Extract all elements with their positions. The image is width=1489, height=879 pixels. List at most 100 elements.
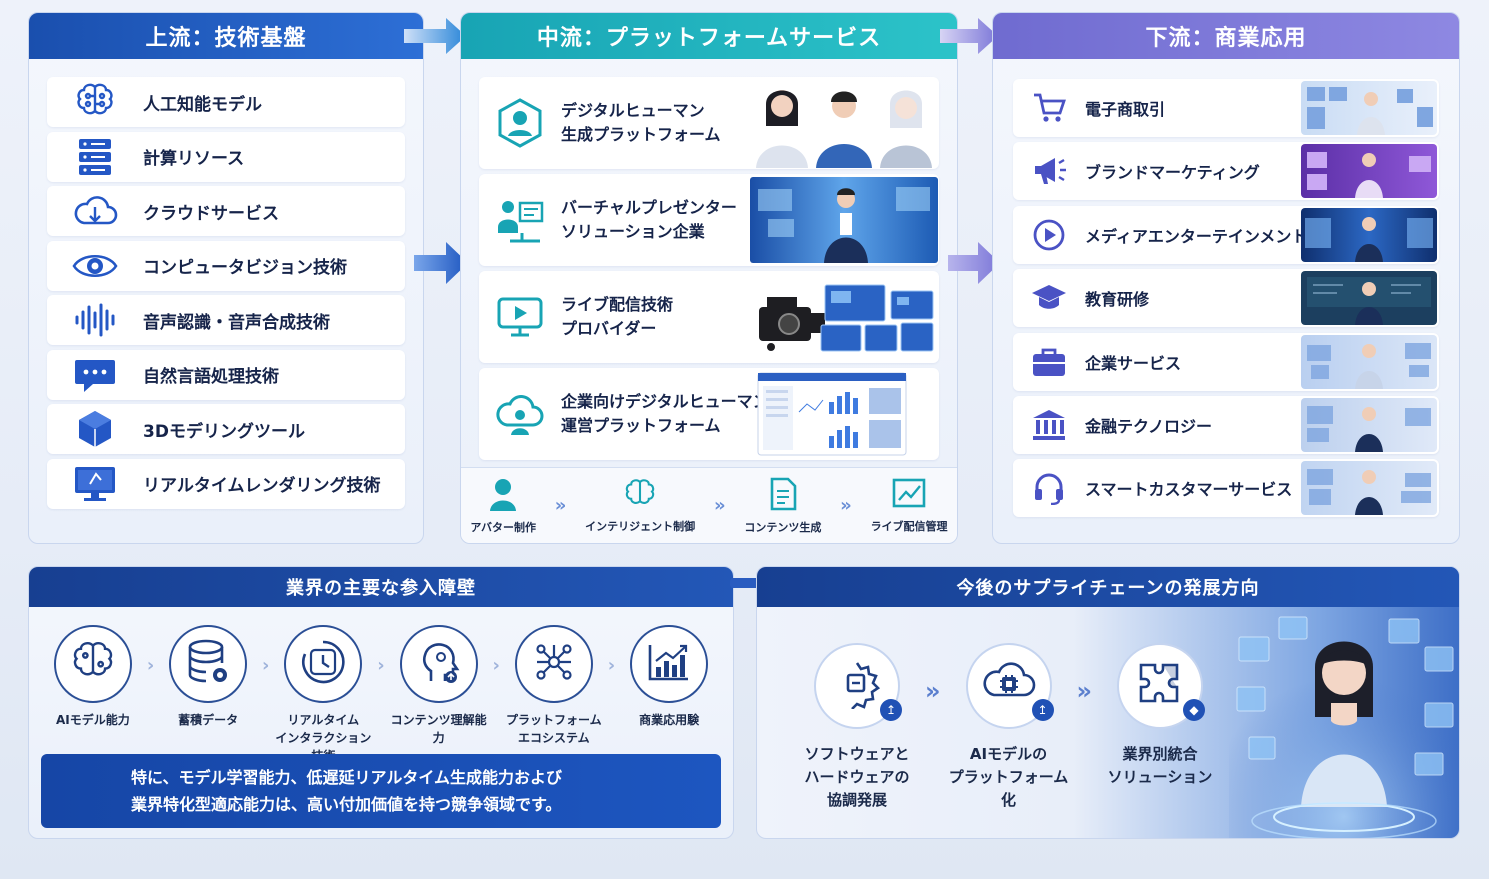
presenter-icon bbox=[479, 197, 561, 243]
future-label: ハードウェアの bbox=[804, 768, 910, 786]
downstream-item-label: 企業サービス bbox=[1085, 353, 1182, 373]
midstream-item-enterprise: 企業向けデジタルヒューマン運営プラットフォーム bbox=[479, 368, 939, 460]
upstream-list: 人工知能モデル 計算リソース クラウドサービス コンピュータビジョン技術 音声認… bbox=[29, 59, 423, 509]
step-label: アバター制作 bbox=[470, 520, 536, 534]
future-label: 協調発展 bbox=[826, 791, 887, 809]
upstream-item-label: 人工知能モデル bbox=[143, 94, 262, 115]
megaphone-icon bbox=[1013, 155, 1085, 187]
barriers-panel: 業界の主要な参入障壁 AIモデル能力 › 蓄積データ › リアルタイムインタラク… bbox=[28, 566, 734, 839]
bank-icon bbox=[1013, 408, 1085, 442]
future-ai-platform: ↥ AIモデルのプラットフォーム化 bbox=[949, 643, 1069, 812]
future-panel: 今後のサプライチェーンの発展方向 ↥ ソフトウェアとハードウェアの協調発展 » … bbox=[756, 566, 1460, 839]
barrier-label: エコシステム bbox=[518, 731, 590, 745]
media-thumbnail bbox=[1301, 207, 1437, 262]
chevron-right-icon: › bbox=[377, 655, 385, 676]
chevron-right-icon: » bbox=[713, 495, 726, 516]
upload-badge-icon: ↥ bbox=[880, 699, 902, 721]
future-industry-solutions: ◆ 業界別統合ソリューション bbox=[1100, 643, 1220, 789]
midstream-item-label: 運営プラットフォーム bbox=[561, 416, 721, 435]
downstream-list: 電子商取引 ブランドマーケティング メディアエンターテインメント 教育研修 企業… bbox=[993, 59, 1459, 518]
midstream-item-label: ソリューション企業 bbox=[561, 222, 705, 241]
downstream-panel: 下流：商業応用 電子商取引 ブランドマーケティング メディアエンターテインメント… bbox=[992, 12, 1460, 544]
barrier-content-understanding: コンテンツ理解能力 bbox=[385, 625, 493, 747]
future-label: AIモデルの bbox=[969, 745, 1048, 763]
barriers-note: 特に、モデル学習能力、低遅延リアルタイム生成能力および 業界特化型適応能力は、高… bbox=[41, 754, 721, 828]
upstream-item-compute: 計算リソース bbox=[47, 131, 405, 182]
step-label: インテリジェント制御 bbox=[585, 519, 696, 533]
midstream-list: デジタルヒューマン生成プラットフォーム バーチャルプレゼンターソリューション企業 bbox=[461, 59, 957, 460]
barrier-realtime: リアルタイムインタラクション技術 bbox=[269, 625, 377, 765]
gear-chip-icon bbox=[832, 659, 882, 713]
chevron-right-icon: › bbox=[607, 655, 616, 676]
midstream-item-label: 企業向けデジタルヒューマン bbox=[561, 392, 769, 411]
future-hw-sw: ↥ ソフトウェアとハードウェアの協調発展 bbox=[797, 643, 917, 812]
enterprise-thumbnail bbox=[1301, 334, 1437, 389]
barriers-title: 業界の主要な参入障壁 bbox=[29, 567, 733, 607]
barriers-list: AIモデル能力 › 蓄積データ › リアルタイムインタラクション技術 › コンテ… bbox=[29, 607, 733, 765]
chart-icon bbox=[892, 478, 926, 514]
arrow-upstream-top-icon bbox=[404, 18, 466, 54]
note-line: 業界特化型適応能力は、高い付加価値を持つ競争領域です。 bbox=[131, 795, 562, 814]
upstream-item-label: クラウドサービス bbox=[143, 203, 279, 224]
arrow-upstream-mid-icon bbox=[414, 242, 468, 284]
cube-icon bbox=[47, 409, 143, 449]
midstream-item-label: バーチャルプレゼンター bbox=[561, 198, 737, 217]
briefcase-icon bbox=[1013, 346, 1085, 378]
ecommerce-thumbnail bbox=[1301, 81, 1437, 135]
waveform-icon bbox=[47, 303, 143, 337]
brand-marketing-thumbnail bbox=[1301, 144, 1437, 199]
downstream-item-label: 金融テクノロジー bbox=[1085, 416, 1213, 436]
step-avatar-creation: アバター制作 bbox=[470, 477, 536, 535]
downstream-item-label: スマートカスタマーサービス bbox=[1085, 480, 1293, 500]
midstream-title: 中流：プラットフォームサービス bbox=[461, 13, 957, 59]
upload-badge-icon: ↥ bbox=[1031, 699, 1054, 721]
downstream-item-enterprise: 企業サービス bbox=[1013, 332, 1439, 391]
step-live-management: ライブ配信管理 bbox=[871, 478, 948, 534]
upstream-item-speech: 音声認識・音声合成技術 bbox=[47, 295, 405, 345]
upstream-item-nlp: 自然言語処理技術 bbox=[47, 349, 405, 400]
barrier-ai-model: AIモデル能力 bbox=[39, 625, 147, 729]
server-icon bbox=[47, 137, 143, 177]
headset-icon bbox=[1013, 471, 1085, 506]
chevron-right-icon: › bbox=[146, 655, 155, 676]
chevron-right-icon: » bbox=[554, 495, 567, 516]
growth-chart-icon bbox=[646, 641, 692, 687]
fintech-thumbnail bbox=[1301, 397, 1437, 452]
customer-service-thumbnail bbox=[1301, 461, 1437, 516]
note-line: 特に、モデル学習能力、低遅延リアルタイム生成能力および bbox=[131, 768, 563, 787]
upstream-item-label: 3Dモデリングツール bbox=[143, 421, 305, 442]
arrow-midstream-top-icon bbox=[940, 18, 998, 54]
hologram-avatar-image bbox=[1229, 607, 1459, 838]
midstream-item-label: ライブ配信技術 bbox=[561, 295, 674, 314]
future-label: プラットフォーム化 bbox=[948, 768, 1069, 809]
live-screen-icon bbox=[479, 295, 561, 339]
downstream-item-ecommerce: 電子商取引 bbox=[1013, 79, 1439, 137]
arrow-midstream-mid-icon bbox=[948, 242, 1000, 284]
education-thumbnail bbox=[1301, 271, 1437, 326]
step-label: ライブ配信管理 bbox=[870, 519, 948, 533]
database-icon bbox=[186, 639, 230, 689]
upstream-panel: 上流：技術基盤 人工知能モデル 計算リソース クラウドサービス コンピュータビジ… bbox=[28, 12, 424, 544]
chevron-right-icon: › bbox=[492, 655, 500, 676]
network-icon bbox=[531, 639, 577, 689]
barrier-label: プラットフォーム bbox=[506, 713, 602, 727]
downstream-item-customer-service: スマートカスタマーサービス bbox=[1013, 459, 1439, 518]
barrier-commercial: 商業応用験 bbox=[615, 625, 723, 729]
barrier-ecosystem: プラットフォームエコシステム bbox=[500, 625, 608, 747]
midstream-panel: 中流：プラットフォームサービス デジタルヒューマン生成プラットフォーム バーチャ… bbox=[460, 12, 958, 544]
cart-icon bbox=[1013, 92, 1085, 124]
midstream-item-generation: デジタルヒューマン生成プラットフォーム bbox=[479, 77, 939, 169]
shield-badge-icon: ◆ bbox=[1183, 699, 1206, 721]
dashboard-image bbox=[743, 368, 921, 460]
cloud-chip-icon bbox=[982, 661, 1036, 711]
step-intelligent-control: インテリジェント制御 bbox=[585, 478, 695, 534]
midstream-item-presenter: バーチャルプレゼンターソリューション企業 bbox=[479, 174, 939, 266]
downstream-item-education: 教育研修 bbox=[1013, 269, 1439, 328]
upstream-item-rendering: リアルタイムレンダリング技術 bbox=[47, 458, 405, 509]
play-icon bbox=[1013, 218, 1085, 252]
avatar-hex-icon bbox=[479, 98, 561, 148]
midstream-process-steps: アバター制作 » インテリジェント制御 » コンテンツ生成 » ライブ配信管理 bbox=[461, 467, 957, 543]
chevron-right-icon: › bbox=[262, 655, 270, 676]
midstream-item-live: ライブ配信技術プロバイダー bbox=[479, 271, 939, 363]
chevron-right-icon: » bbox=[1076, 677, 1093, 705]
